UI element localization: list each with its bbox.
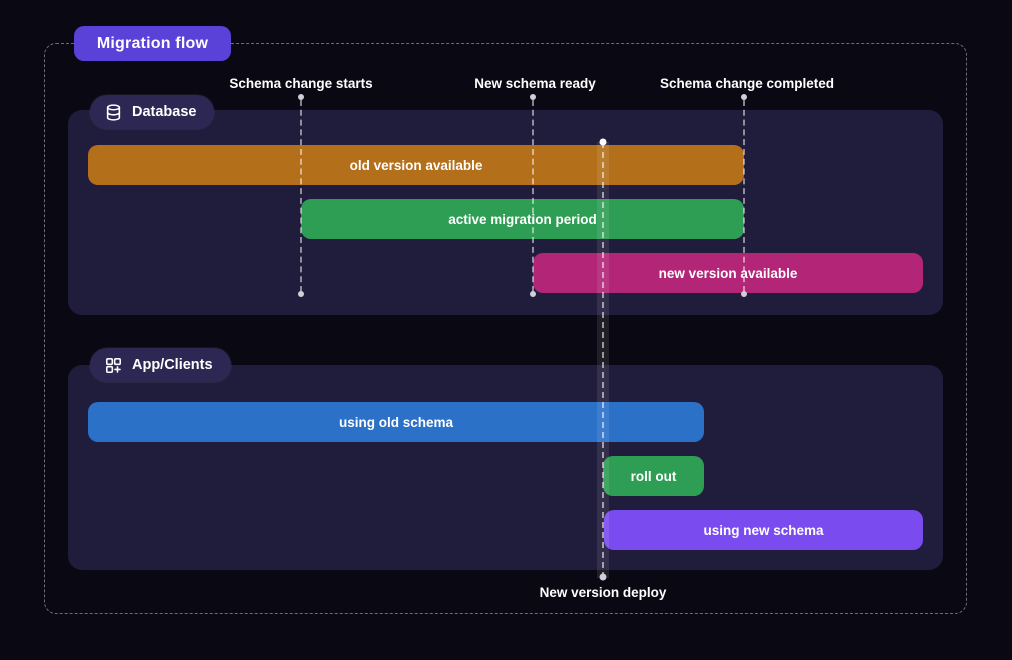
- diagram-title-badge: Migration flow: [74, 26, 231, 61]
- database-icon: [104, 103, 123, 122]
- milestone-dot-bottom-3: [741, 291, 747, 297]
- bar-active-migration-period: active migration period: [301, 199, 744, 239]
- diagram-title: Migration flow: [96, 34, 209, 52]
- bar-label: using old schema: [338, 414, 454, 430]
- app-clients-section-label: App/Clients: [132, 357, 213, 373]
- database-section-label: Database: [132, 104, 197, 120]
- bar-using-old-schema: using old schema: [88, 402, 704, 442]
- milestone-dot-bottom-1: [298, 291, 304, 297]
- milestone-label-schema-change-starts: Schema change starts: [229, 76, 373, 91]
- diagram-frame: [44, 43, 967, 614]
- bar-new-version-available: new version available: [533, 253, 923, 293]
- milestone-dot-top-1: [298, 94, 304, 100]
- deploy-line-dash: [602, 142, 604, 578]
- database-section-badge: Database: [90, 95, 215, 129]
- bar-label: old version available: [349, 157, 483, 173]
- deploy-line: [597, 142, 609, 578]
- milestone-label-new-schema-ready: New schema ready: [474, 76, 596, 91]
- milestone-line-schema-change-starts: [300, 100, 302, 292]
- app-clients-section-badge: App/Clients: [90, 348, 231, 382]
- milestone-label-schema-change-completed: Schema change completed: [659, 76, 835, 91]
- grid-plus-icon: [104, 356, 123, 375]
- bar-label: active migration period: [448, 211, 597, 227]
- milestone-line-new-schema-ready: [532, 100, 534, 292]
- milestone-line-schema-change-completed: [743, 100, 745, 292]
- deploy-dot-bottom: [599, 573, 607, 581]
- bar-label: new version available: [658, 265, 798, 281]
- bar-roll-out: roll out: [603, 456, 704, 496]
- bar-old-version-available: old version available: [88, 145, 744, 185]
- milestone-dot-top-3: [741, 94, 747, 100]
- milestone-dot-top-2: [530, 94, 536, 100]
- deploy-dot-top: [599, 138, 607, 146]
- milestone-dot-bottom-2: [530, 291, 536, 297]
- bar-using-new-schema: using new schema: [604, 510, 923, 550]
- bar-label: using new schema: [703, 522, 824, 538]
- bar-label: roll out: [630, 468, 677, 484]
- deploy-label: New version deploy: [539, 585, 667, 600]
